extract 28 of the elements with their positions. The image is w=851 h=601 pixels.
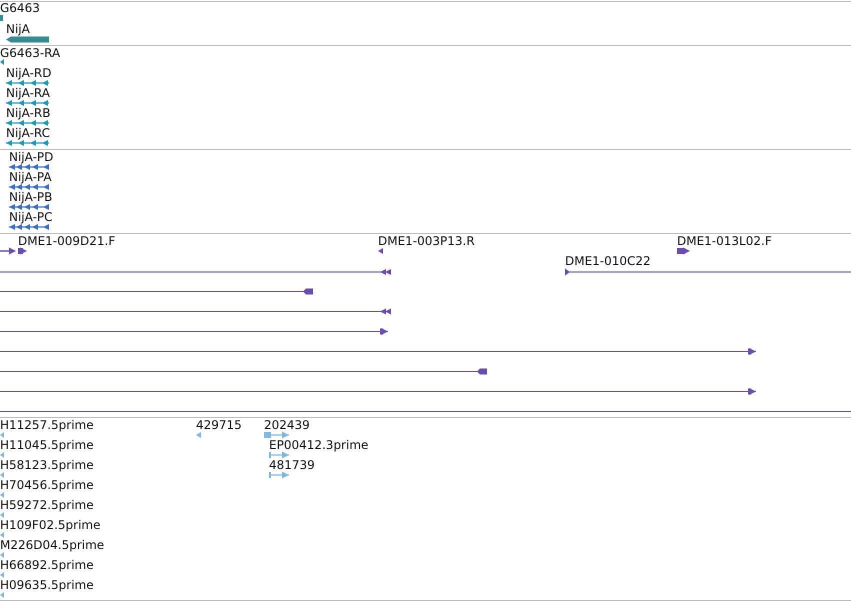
feature-label: H58123.5prime: [0, 458, 94, 472]
feature-label: DME1-013L02.F: [677, 234, 772, 248]
feature-label: NijA-PD: [9, 150, 54, 164]
feature-label: 202439: [264, 418, 310, 432]
feature-label: H09635.5prime: [0, 578, 94, 592]
feature-label: G6463-RA: [0, 46, 60, 60]
feature-label: EP00412.3prime: [269, 438, 368, 452]
feature-label: DME1-010C22: [565, 254, 651, 268]
feature-label: H66892.5prime: [0, 558, 94, 572]
feature-label: NijA-RC: [6, 126, 50, 140]
feature-label: DME1-009D21.F: [18, 234, 116, 248]
feature-label: NijA-RD: [6, 66, 52, 80]
feature-label: NijA-RB: [6, 106, 50, 120]
feature-label: H70456.5prime: [0, 478, 94, 492]
feature-label: H109F02.5prime: [0, 518, 101, 532]
feature-label: 481739: [269, 458, 315, 472]
feature-label: M226D04.5prime: [0, 538, 104, 552]
feature-label: NijA-PC: [9, 210, 53, 224]
feature-label: NijA: [6, 22, 30, 36]
feature-label: NijA-RA: [6, 86, 50, 100]
feature-label: H11257.5prime: [0, 418, 94, 432]
feature-label: H59272.5prime: [0, 498, 94, 512]
feature-label: NijA-PA: [9, 170, 52, 184]
feature-label: DME1-003P13.R: [378, 234, 475, 248]
feature-label: 429715: [196, 418, 242, 432]
feature-label: G6463: [0, 1, 40, 15]
feature-label: NijA-PB: [9, 190, 52, 204]
feature-label: H11045.5prime: [0, 438, 94, 452]
